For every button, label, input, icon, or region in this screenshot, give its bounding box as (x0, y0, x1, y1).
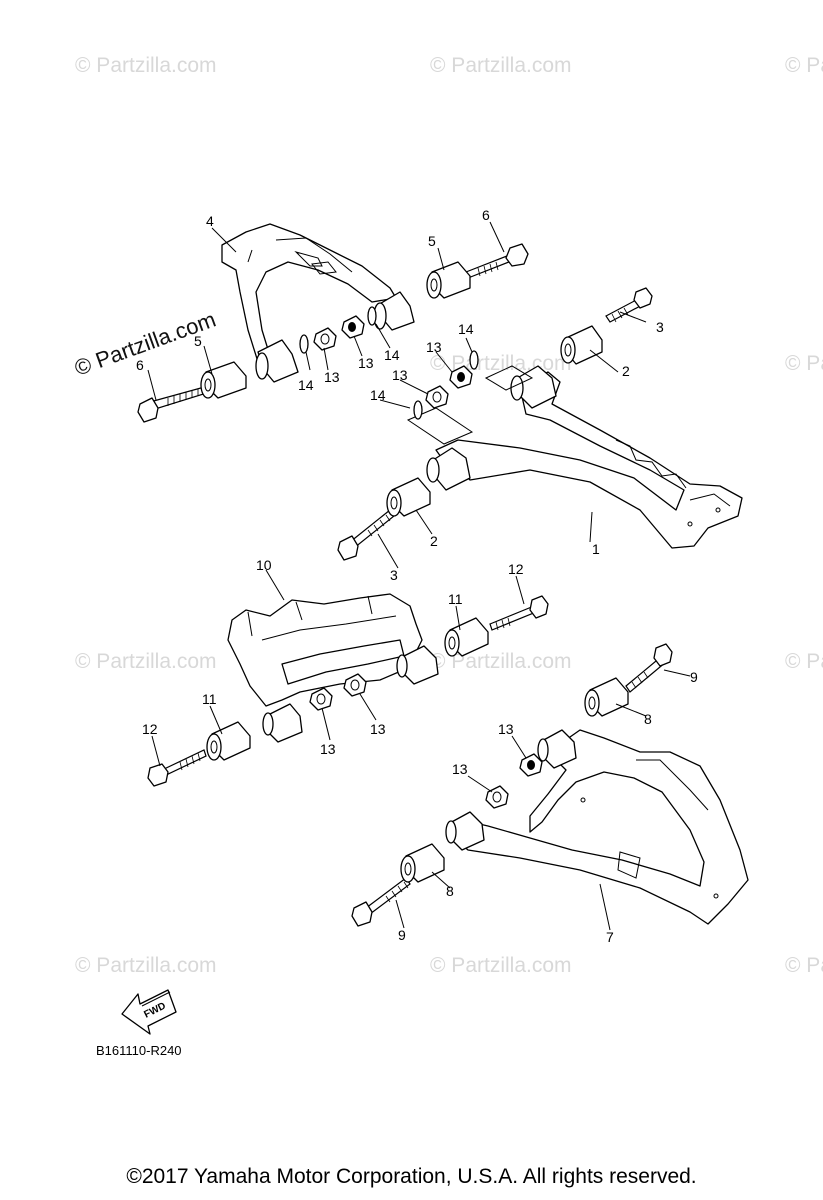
part-1-lower-arm (435, 371, 743, 549)
callout-11: 11 (202, 691, 217, 707)
callout-14: 14 (458, 321, 474, 337)
callout-12: 12 (142, 721, 158, 737)
collar-8-upper (584, 677, 629, 717)
callout-13: 13 (498, 721, 514, 737)
callout-5: 5 (194, 333, 202, 349)
leader-lines (147, 221, 691, 931)
watermark: © Partzilla.com (785, 54, 823, 77)
washer-14 (299, 334, 309, 354)
bushing-arm7-rear (537, 729, 577, 769)
callout-3: 3 (656, 319, 664, 335)
collar-5-left (200, 361, 247, 399)
part-7-arm (453, 729, 749, 925)
watermark: © Partzilla.com (785, 954, 823, 977)
copyright-notice: ©2017 Yamaha Motor Corporation, U.S.A. A… (126, 1165, 697, 1188)
washer-14 (469, 350, 479, 370)
bushing-left-4 (255, 339, 299, 383)
nut-13 (309, 687, 333, 711)
bushing-lower-arm-rear (510, 365, 557, 409)
bolt-6-left (137, 385, 211, 423)
nut-13 (449, 365, 473, 389)
callout-5: 5 (428, 233, 436, 249)
bushing-bracket-right (396, 645, 439, 685)
callout-8: 8 (446, 883, 454, 899)
callout-10: 10 (256, 557, 272, 573)
bolt-9-upper (625, 643, 673, 693)
watermark: © Partzilla.com (430, 954, 572, 977)
callout-13: 13 (370, 721, 386, 737)
bushing-bracket-left (262, 703, 303, 743)
nut-13 (343, 673, 367, 697)
bolt-6-right (465, 243, 529, 279)
callout-14: 14 (384, 347, 400, 363)
nut-13 (425, 385, 449, 409)
watermark: © Partzilla.com (430, 54, 572, 77)
washer-14 (413, 400, 423, 420)
nut-13 (313, 327, 337, 351)
collar-2-upper (560, 325, 603, 365)
callout-13: 13 (426, 339, 442, 355)
callout-9: 9 (398, 927, 406, 943)
bolt-3-lower (337, 509, 395, 561)
callout-12: 12 (508, 561, 524, 577)
callout-8: 8 (644, 711, 652, 727)
fwd-arrow-icon: FWD (121, 989, 177, 1035)
callout-6: 6 (136, 357, 144, 373)
nut-13 (485, 785, 509, 809)
callout-2: 2 (430, 533, 438, 549)
bolt-3-upper (605, 287, 653, 323)
nut-13 (519, 753, 543, 777)
part-10-bracket (227, 593, 423, 707)
callout-13: 13 (324, 369, 340, 385)
watermark: © Partzilla.com (785, 650, 823, 673)
bolt-12-right (489, 595, 549, 631)
callout-13: 13 (452, 761, 468, 777)
callout-13: 13 (358, 355, 374, 371)
watermark: © Partzilla.com (75, 954, 217, 977)
part-4-upper-arm (221, 223, 397, 363)
callout-6: 6 (482, 207, 490, 223)
watermark: © Partzilla.com (430, 650, 572, 673)
collar-5-right (426, 261, 471, 299)
callout-13: 13 (320, 741, 336, 757)
bushing-right-4 (373, 291, 415, 331)
watermark: © Partzilla.com (75, 54, 217, 77)
collar-2-lower (386, 477, 431, 517)
callout-2: 2 (622, 363, 630, 379)
bushing-arm7-front (445, 811, 485, 851)
callout-11: 11 (448, 591, 463, 607)
callout-9: 9 (690, 669, 698, 685)
watermark: © Partzilla.com (75, 650, 217, 673)
callout-1: 1 (592, 541, 600, 557)
callout-14: 14 (370, 387, 386, 403)
position-indicator (484, 365, 534, 391)
washer-14 (367, 306, 377, 326)
callout-13: 13 (392, 367, 408, 383)
watermark: © Partzilla.com (785, 352, 823, 375)
collar-11-left (206, 721, 251, 761)
bolt-9-lower (351, 877, 411, 927)
diagram-code: B161110-R240 (96, 1043, 182, 1058)
callout-4: 4 (206, 213, 214, 229)
callout-layer: 4 5 6 3 2 14 13 13 14 6 5 14 13 13 14 1 … (136, 207, 698, 945)
callout-7: 7 (606, 929, 614, 945)
bushing-lower-arm-front (426, 447, 471, 491)
callout-3: 3 (390, 567, 398, 583)
bolt-12-left (147, 749, 207, 787)
position-indicator (406, 407, 474, 445)
callout-14: 14 (298, 377, 314, 393)
collar-8-lower (400, 843, 445, 883)
nut-13 (341, 315, 365, 339)
